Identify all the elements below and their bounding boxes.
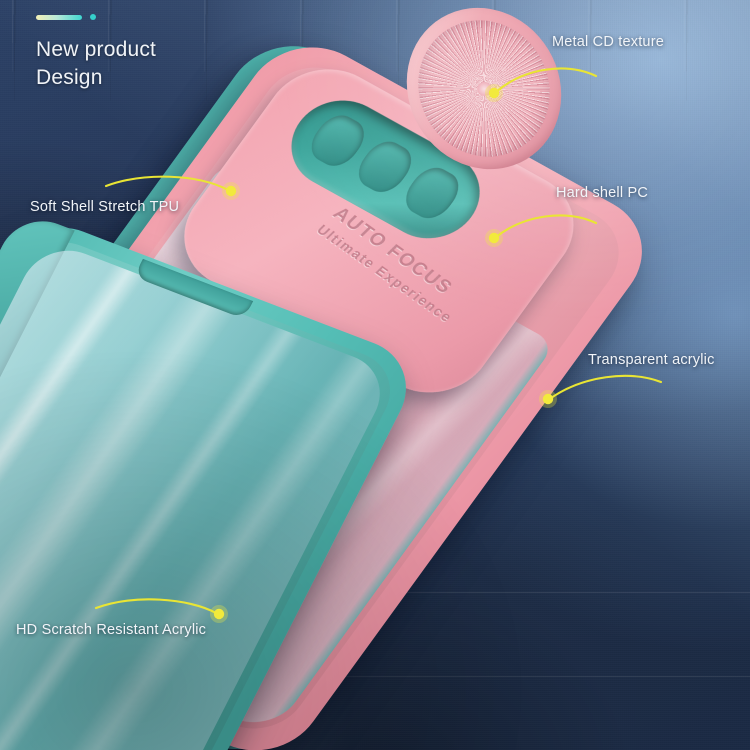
page-title: New product Design — [36, 38, 157, 89]
callout-label-hard-shell-pc: Hard shell PC — [556, 185, 649, 201]
callout-label-hd-scratch-resistant-acrylic: HD Scratch Resistant Acrylic — [16, 622, 207, 638]
accent-bar — [36, 14, 82, 20]
callout-label-transparent-acrylic: Transparent acrylic — [588, 352, 715, 368]
accent-dot-icon — [90, 14, 96, 20]
callout-label-metal-cd-texture: Metal CD texture — [552, 34, 664, 50]
callout-label-soft-shell-stretch-tpu: Soft Shell Stretch TPU — [30, 199, 180, 215]
decorative-accent — [36, 14, 96, 20]
